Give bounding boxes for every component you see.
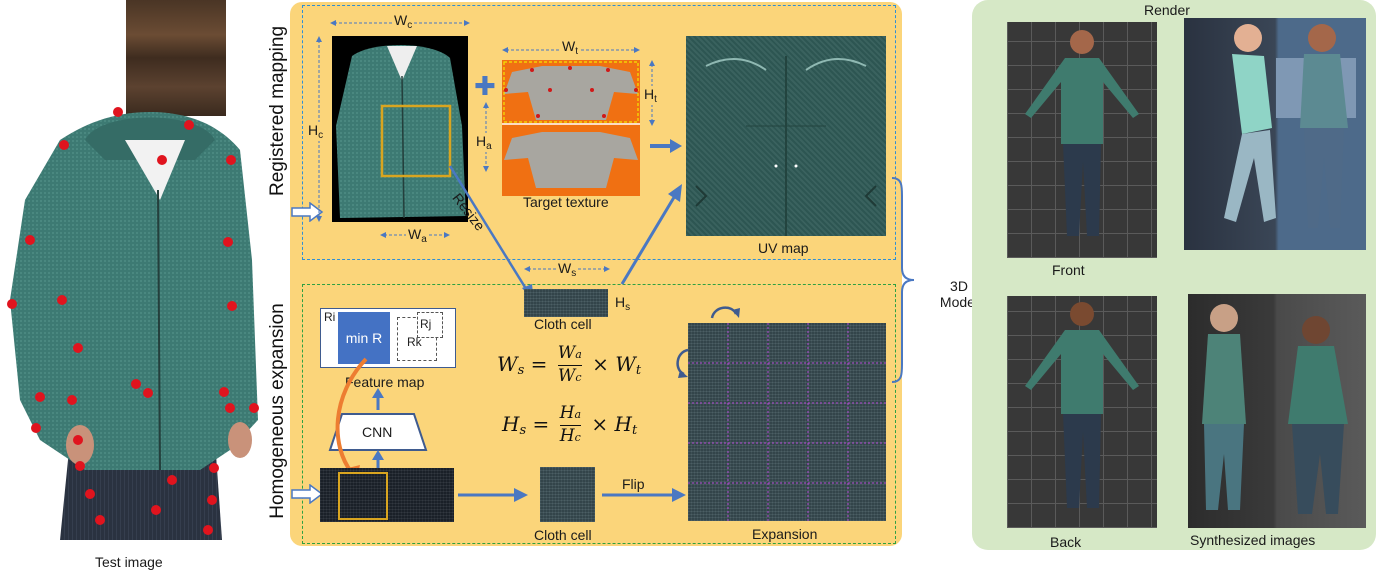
homogeneous-expansion-label: Homogeneous expansion xyxy=(267,303,288,519)
test-image-caption: Test image xyxy=(95,554,163,570)
back-render-image xyxy=(1007,296,1157,528)
arrow-cell-to-uv xyxy=(620,184,682,285)
registered-mapping-label: Registered mapping xyxy=(267,25,288,197)
front-render-image xyxy=(1007,22,1157,258)
hc-label: Hc xyxy=(308,122,324,141)
test-image-photo xyxy=(7,0,259,540)
cloth-cell-top-image xyxy=(524,289,608,317)
feature-map: Ri min R Rj Rk xyxy=(320,308,456,368)
arrow-resize xyxy=(448,165,534,302)
synthesized-label: Synthesized images xyxy=(1190,532,1316,548)
registered-mapping-frame xyxy=(302,5,896,260)
ri-label: Ri xyxy=(324,310,336,324)
arrow-flip xyxy=(602,488,686,502)
homogeneous-expansion-frame xyxy=(302,284,896,544)
cloth-cell-bottom-image xyxy=(540,467,595,522)
ws-dimension xyxy=(524,266,610,272)
synthesized-bottom-image xyxy=(1188,294,1366,528)
input-arrow-registered xyxy=(291,202,324,222)
min-r-block: min R xyxy=(338,312,390,364)
ht-label: Ht xyxy=(644,86,657,105)
input-arrow-homogeneous xyxy=(291,484,324,504)
expansion-image xyxy=(688,323,886,521)
selected-patch-box xyxy=(338,472,388,520)
cloth-cell-bottom-label: Cloth cell xyxy=(534,527,592,543)
target-texture-label: Target texture xyxy=(523,194,609,210)
merge-bracket xyxy=(891,177,915,383)
cnn-label: CNN xyxy=(362,424,393,440)
feature-map-label: Feature map xyxy=(345,374,425,390)
homogeneous-input-image xyxy=(320,468,454,522)
arrow-min-r-to-patch xyxy=(335,357,368,483)
wa-label: Wa xyxy=(406,226,429,245)
rotate-arrow-top-icon xyxy=(710,306,740,319)
test-image xyxy=(0,0,262,540)
render-title: Render xyxy=(1144,2,1190,18)
arrow-texture-to-uv xyxy=(650,139,682,153)
uv-map-label: UV map xyxy=(758,240,809,256)
cnn-block xyxy=(328,413,428,451)
rj-label: Rj xyxy=(420,317,432,331)
wt-label: Wt xyxy=(560,38,580,57)
rj-region xyxy=(417,312,443,338)
flip-label: Flip xyxy=(622,476,645,492)
rotate-arrow-left-icon xyxy=(676,348,689,378)
synthesized-top-image xyxy=(1184,18,1366,250)
arrow-cnn-to-feature xyxy=(372,388,384,410)
rk-label: Rk xyxy=(407,335,422,349)
arrow-input-to-cnn xyxy=(372,450,384,468)
ws-label: Ws xyxy=(556,260,579,279)
back-label: Back xyxy=(1050,534,1082,550)
wc-label: Wc xyxy=(392,12,415,31)
ha-label: Ha xyxy=(476,133,492,152)
target-texture-image xyxy=(502,60,640,196)
expansion-label: Expansion xyxy=(752,526,818,542)
hoodie-crop xyxy=(332,36,468,222)
uv-map-image xyxy=(686,36,886,236)
plus-icon: ✚ xyxy=(474,71,496,101)
front-label: Front xyxy=(1052,262,1085,278)
cloth-cell-top-label: Cloth cell xyxy=(534,316,592,332)
hs-label: Hs xyxy=(615,294,631,313)
arrow-input-to-cell xyxy=(458,488,528,502)
